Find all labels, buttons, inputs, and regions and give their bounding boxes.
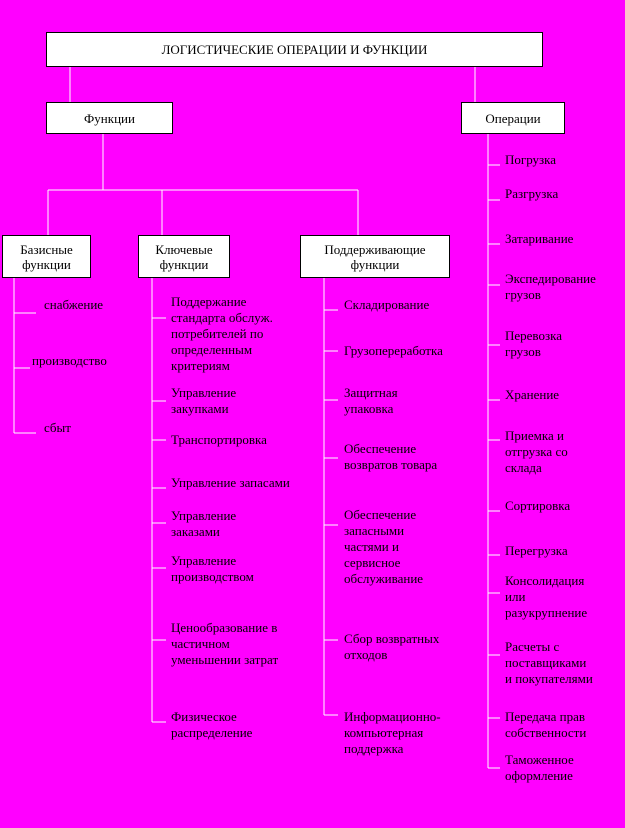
basic-item: сбыт bbox=[44, 420, 71, 435]
supporting-functions-label: Поддерживающие функции bbox=[324, 241, 426, 272]
operation-item: Экспедирование грузов bbox=[505, 271, 596, 302]
title-text: ЛОГИСТИЧЕСКИЕ ОПЕРАЦИИ И ФУНКЦИИ bbox=[161, 42, 428, 57]
operation-item: Сортировка bbox=[505, 498, 571, 513]
supporting-item: Информационно- компьютерная поддержка bbox=[344, 709, 441, 756]
supporting-item: Сбор возвратных отходов bbox=[344, 631, 440, 662]
operation-item: Передача прав собственности bbox=[505, 709, 587, 740]
key-item: Транспортировка bbox=[171, 432, 267, 447]
operation-item: Таможенное оформление bbox=[505, 752, 574, 783]
key-item: Поддержание стандарта обслуж. потребител… bbox=[171, 294, 273, 373]
key-item: Управление производством bbox=[171, 553, 254, 584]
operation-item: Приемка и отгрузка со склада bbox=[505, 428, 568, 475]
basic-functions-box: Базисные функции bbox=[2, 235, 91, 278]
key-item: Ценообразование в частичном уменьшении з… bbox=[171, 620, 279, 667]
key-functions-label: Ключевые функции bbox=[155, 241, 213, 272]
operations-label: Операции bbox=[485, 110, 541, 126]
supporting-functions-box: Поддерживающие функции bbox=[300, 235, 450, 278]
supporting-item: Грузопереработка bbox=[344, 343, 443, 358]
title-box: ЛОГИСТИЧЕСКИЕ ОПЕРАЦИИ И ФУНКЦИИ bbox=[46, 32, 543, 67]
operation-item: Перегрузка bbox=[505, 543, 568, 558]
operation-item: Консолидация или разукрупнение bbox=[505, 573, 588, 620]
operations-box: Операции bbox=[461, 102, 565, 134]
functions-box: Функции bbox=[46, 102, 173, 134]
operation-item: Погрузка bbox=[505, 152, 557, 167]
operation-item: Разгрузка bbox=[505, 186, 559, 201]
basic-functions-label: Базисные функции bbox=[20, 241, 73, 272]
operation-item: Перевозка грузов bbox=[505, 328, 563, 359]
supporting-item: Защитная упаковка bbox=[344, 385, 398, 416]
key-item: Управление закупками bbox=[171, 385, 237, 416]
operation-item: Хранение bbox=[505, 387, 560, 402]
supporting-item: Складирование bbox=[344, 297, 430, 312]
supporting-item: Обеспечение запасными частями и сервисно… bbox=[344, 507, 424, 586]
operation-item: Затаривание bbox=[505, 231, 574, 246]
key-item: Управление заказами bbox=[171, 508, 237, 539]
basic-item: производство bbox=[32, 353, 107, 368]
basic-item: снабжение bbox=[44, 297, 104, 312]
operation-item: Расчеты с поставщиками и покупателями bbox=[505, 639, 593, 686]
supporting-item: Обеспечение возвратов товара bbox=[344, 441, 438, 472]
functions-label: Функции bbox=[84, 110, 135, 126]
key-functions-box: Ключевые функции bbox=[138, 235, 230, 278]
key-item: Управление запасами bbox=[171, 475, 290, 490]
key-item: Физическое распределение bbox=[171, 709, 253, 740]
